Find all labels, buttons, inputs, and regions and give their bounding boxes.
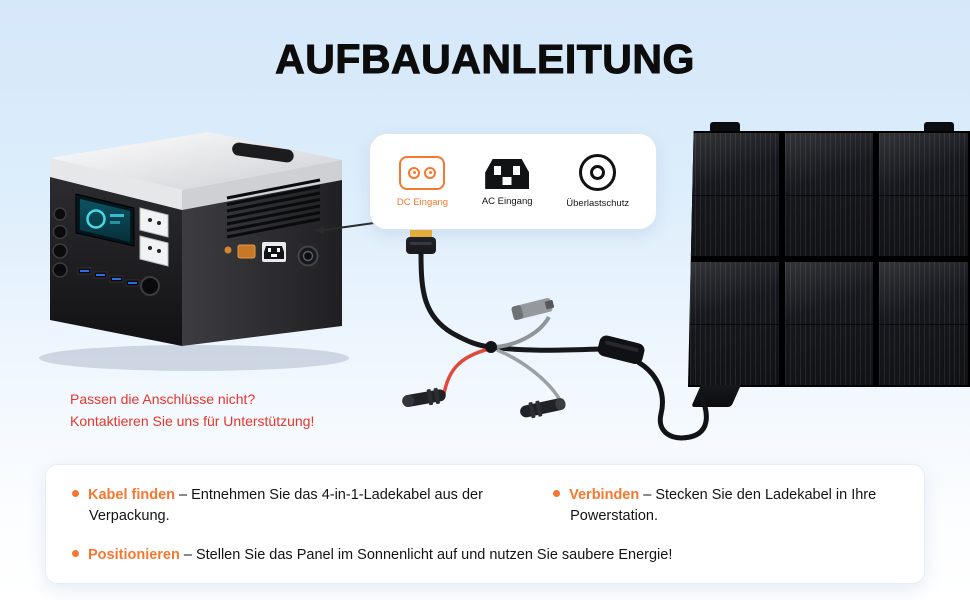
ac-input-icon xyxy=(485,159,530,189)
solar-panel-cell xyxy=(879,262,968,385)
callout-item-dc: DC Eingang xyxy=(396,155,449,208)
step-label: Verbinden xyxy=(569,487,640,503)
solar-panel-cell xyxy=(879,133,968,256)
step-text: – Stecken Sie den Ladekabel in Ihre Powe… xyxy=(570,487,877,525)
step-text: – Entnehmen Sie das 4-in-1-Ladekabel aus… xyxy=(89,487,483,525)
solar-panel-image xyxy=(688,122,970,407)
solar-panel-cell xyxy=(784,262,874,385)
dc-input-icon xyxy=(399,155,446,190)
solar-panel-cell xyxy=(690,133,779,256)
support-note: Passen die Anschlüsse nicht? Kontaktiere… xyxy=(70,388,314,432)
support-note-line1: Passen die Anschlüsse nicht? xyxy=(70,391,256,407)
power-station-illustration xyxy=(39,132,349,371)
callout-item-ac: AC Eingang xyxy=(482,156,533,207)
ports-callout: DC Eingang AC Eingang Überlastschutz xyxy=(369,133,657,230)
support-note-line2: Kontaktieren Sie uns für Unterstützung! xyxy=(70,413,315,429)
page-title: AUFBAUANLEITUNG xyxy=(275,36,695,83)
panel-mount-tab xyxy=(710,122,740,132)
mc4-connector xyxy=(402,387,446,407)
callout-item-overload: Überlastschutz xyxy=(566,154,629,209)
solar-panel-grid xyxy=(688,131,970,387)
panel-mount-tab xyxy=(924,122,954,132)
panel-kickstand xyxy=(691,385,741,407)
solar-panel-cell xyxy=(690,262,779,385)
solar-panel-cell xyxy=(784,133,874,256)
overload-protection-icon xyxy=(579,154,617,191)
anderson-connector xyxy=(511,298,555,320)
overload-label: Überlastschutz xyxy=(566,198,630,209)
step-verbinden: Verbinden– Stecken Sie den Ladekabel in … xyxy=(553,485,898,529)
bullet-icon xyxy=(553,490,561,497)
step-label: Positionieren xyxy=(88,546,180,563)
step-text: – Stellen Sie das Panel im Sonnenlicht a… xyxy=(183,546,673,563)
step-label: Kabel finden xyxy=(88,487,176,503)
step-kabel-finden: Kabel finden– Entnehmen Sie das 4-in-1-L… xyxy=(72,485,529,529)
ac-input-label: AC Eingang xyxy=(481,196,533,207)
dc-input-label: DC Eingang xyxy=(396,196,449,208)
step-positionieren: Positionieren– Stellen Sie das Panel im … xyxy=(72,545,898,568)
mc4-connector xyxy=(520,398,566,419)
dc-plug-connector xyxy=(406,228,436,254)
cable-junction xyxy=(597,335,645,365)
bullet-icon xyxy=(72,549,79,557)
bullet-icon xyxy=(72,490,79,497)
steps-box: Kabel finden– Entnehmen Sie das 4-in-1-L… xyxy=(45,464,925,584)
